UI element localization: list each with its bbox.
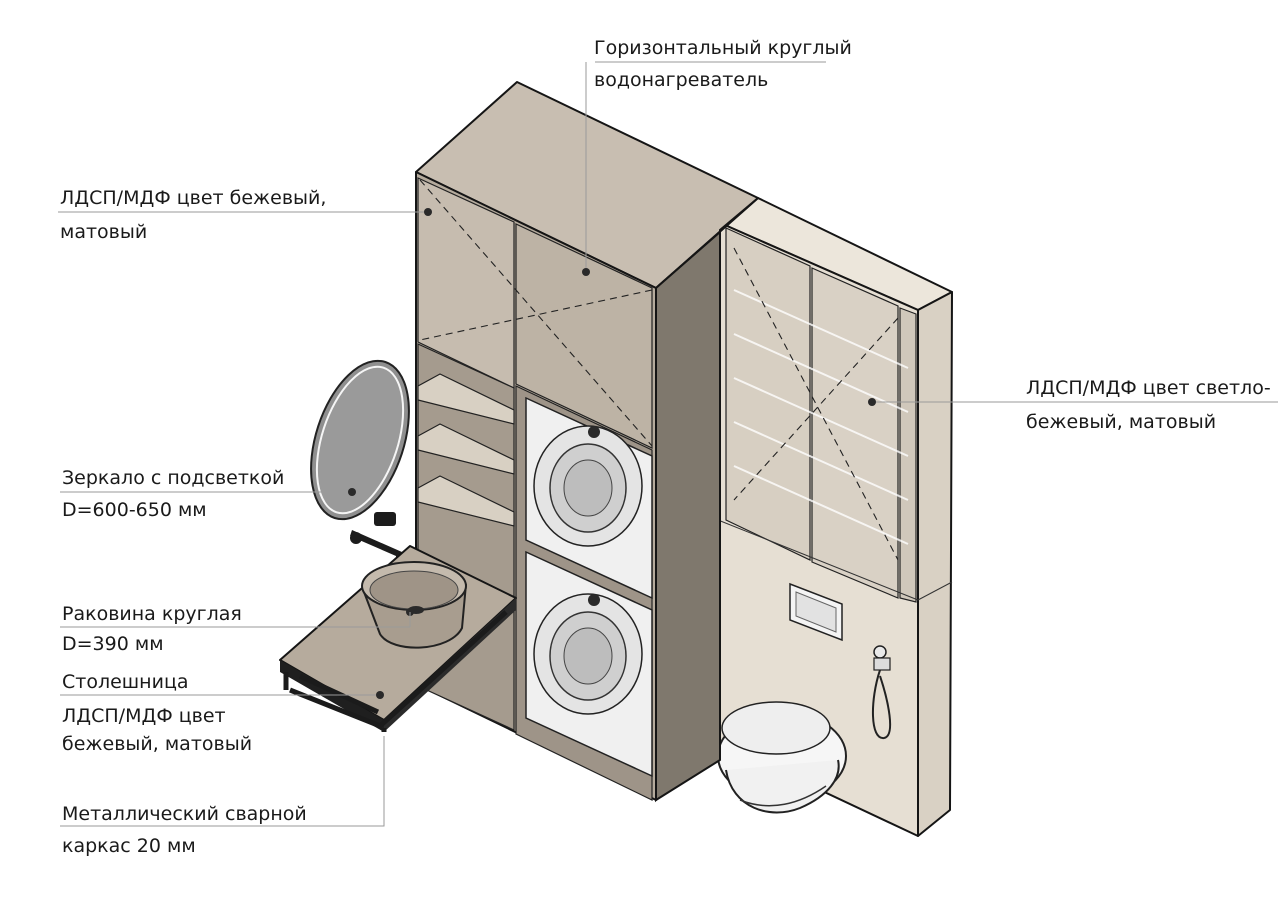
annotation-leaders [58, 61, 1278, 827]
annotation-line: Раковина круглая [62, 603, 242, 625]
annotation-line: ЛДСП/МДФ цвет [62, 705, 226, 727]
annotation-line: каркас 20 мм [62, 835, 196, 857]
round-sink [361, 561, 467, 649]
annotation-light-beige-cabinet: ЛДСП/МДФ цвет светло- бежевый, матовый [1026, 377, 1271, 433]
annotation-water-heater: Горизонтальный круглый водонагреватель [594, 37, 852, 91]
annotation-line: Металлический сварной [62, 803, 307, 825]
beige-column [415, 81, 759, 803]
annotation-line: ЛДСП/МДФ цвет светло- [1026, 377, 1271, 399]
annotation-line: водонагреватель [594, 69, 768, 91]
annotation-line: D=600-650 мм [62, 499, 207, 521]
annotation-line: матовый [60, 221, 147, 243]
annotation-line: Столешница [62, 671, 189, 693]
annotation-sink: Раковина круглая D=390 мм [62, 603, 242, 655]
annotation-line: бежевый, матовый [62, 733, 252, 755]
washing-machine-top [525, 396, 653, 600]
annotation-line: Зеркало с подсветкой [62, 467, 284, 489]
toilet [717, 701, 847, 814]
countertop [279, 545, 517, 732]
round-mirror [310, 359, 410, 521]
annotation-line: Горизонтальный круглый [594, 37, 852, 59]
washing-machine-bottom [525, 550, 653, 778]
annotation-beige-cabinet: ЛДСП/МДФ цвет бежевый, матовый [60, 187, 326, 243]
annotation-line: D=390 мм [62, 633, 164, 655]
annotation-frame: Металлический сварной каркас 20 мм [62, 803, 307, 857]
annotation-line: бежевый, матовый [1026, 411, 1216, 433]
light-beige-column [717, 197, 953, 837]
annotation-countertop: Столешница ЛДСП/МДФ цвет бежевый, матовы… [62, 671, 252, 755]
wall-faucet [350, 512, 402, 568]
annotation-mirror: Зеркало с подсветкой D=600-650 мм [62, 467, 284, 521]
annotation-line: ЛДСП/МДФ цвет бежевый, [60, 187, 326, 209]
